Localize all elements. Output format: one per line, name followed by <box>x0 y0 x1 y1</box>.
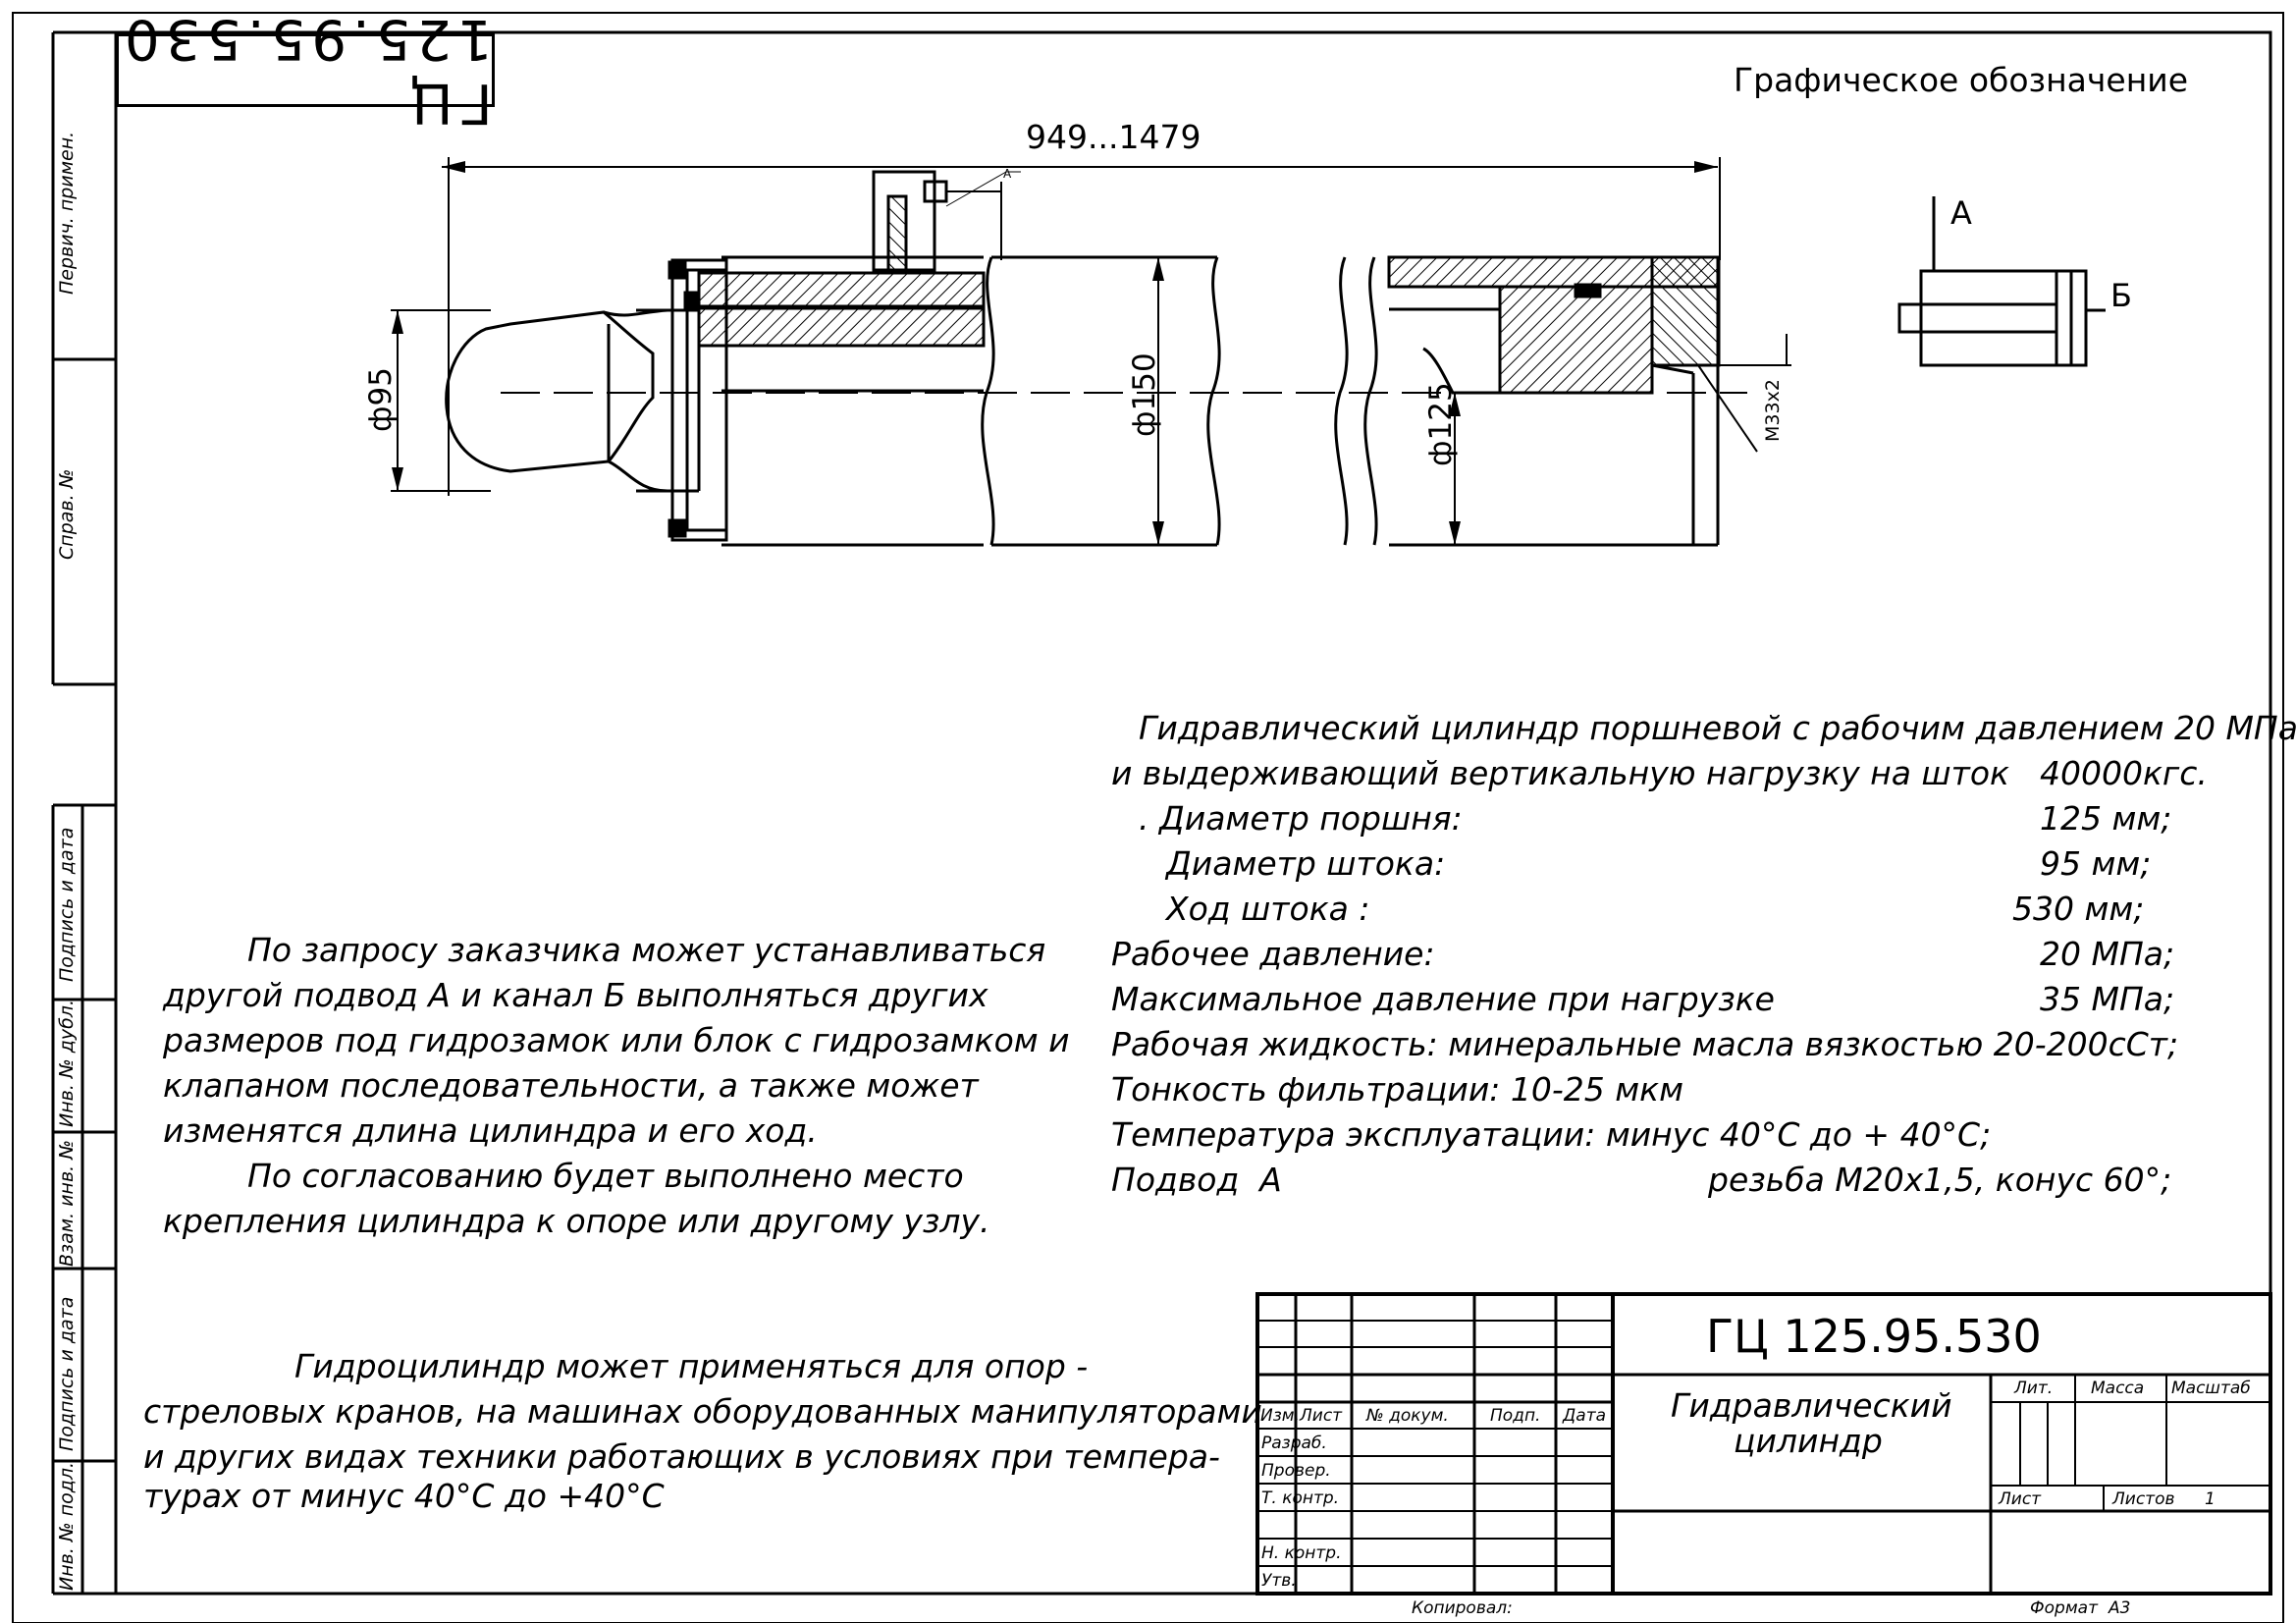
spec-stroke-label: Ход штока : <box>1166 890 1370 928</box>
margin-podpis-data-1: Подпись и дата <box>56 827 78 982</box>
callout-a-label: А <box>1003 167 1012 181</box>
note-bottom-2: стреловых кранов, на машинах оборудованн… <box>143 1392 1262 1431</box>
margin-sprav-no: Справ. № <box>56 468 78 560</box>
stamp-format: Формат <box>2030 1598 2098 1618</box>
note-left-5: изменятся длина цилиндра и его ход. <box>163 1111 818 1150</box>
spec-port-value: резьба М20х1,5, конус 60°; <box>1708 1161 2172 1199</box>
spec-line-2-label: и выдерживающий вертикальную нагрузку на… <box>1111 754 2009 792</box>
margin-perv-primen: Первич. примен. <box>56 131 78 295</box>
stamp-hdr-list: Лист <box>1300 1406 1343 1426</box>
spec-fluid: Рабочая жидкость: минеральные масла вязк… <box>1111 1025 2179 1063</box>
spec-line-1: Гидравлический цилиндр поршневой с рабоч… <box>1139 709 2296 747</box>
stamp-hdr-doc: № докум. <box>1366 1406 1449 1426</box>
rotated-designation-box: ГЦ 125.95.530 <box>116 7 495 135</box>
spec-filtration: Тонкость фильтрации: 10-25 мкм <box>1111 1070 1684 1109</box>
margin-podpis-data-2: Подпись и дата <box>56 1296 78 1451</box>
note-bottom-3: и других видах техники работающих в усло… <box>143 1437 1220 1476</box>
spec-work-pressure-value: 20 МПа; <box>2040 935 2175 973</box>
note-left-7: крепления цилиндра к опоре или другому у… <box>163 1202 990 1240</box>
spec-line-2-value: 40000кгс. <box>2040 754 2208 792</box>
margin-inv-podl: Инв. № подл. <box>56 1461 78 1591</box>
spec-work-pressure-label: Рабочее давление: <box>1111 935 1435 973</box>
spec-temperature: Температура эксплуатации: минус 40°С до … <box>1111 1115 1992 1154</box>
inner-frame <box>114 30 2272 1596</box>
spec-piston-label: . Диаметр поршня: <box>1139 799 1463 838</box>
stamp-hdr-izm: Изм. <box>1260 1406 1300 1426</box>
note-left-2: другой подвод А и канал Б выполняться др… <box>163 976 988 1014</box>
piston-diameter-dimension: ф125 <box>1423 382 1459 466</box>
stamp-kopiroval: Копировал: <box>1412 1598 1513 1618</box>
stamp-masshtab: Масштаб <box>2171 1379 2251 1398</box>
symbol-label-b: Б <box>2110 277 2132 314</box>
left-margin-grid <box>51 30 116 1596</box>
stamp-lit: Лит. <box>2014 1379 2054 1398</box>
stamp-hdr-podp: Подп. <box>1490 1406 1541 1426</box>
body-diameter-dimension: ф150 <box>1127 352 1162 437</box>
title-block-name-1: Гидравлический <box>1671 1386 1952 1425</box>
note-left-4: клапаном последовательности, а также мож… <box>163 1066 979 1105</box>
stamp-format-value: А3 <box>2109 1598 2131 1618</box>
title-block-grid <box>1255 1292 2272 1596</box>
symbol-label-a: А <box>1950 194 1972 232</box>
note-left-3: размеров под гидрозамок или блок с гидро… <box>163 1021 1070 1059</box>
stamp-listov-value: 1 <box>2205 1489 2216 1509</box>
stamp-razrab: Разраб. <box>1261 1434 1327 1453</box>
spec-piston-value: 125 мм; <box>2040 799 2172 838</box>
rod-diameter-dimension: ф95 <box>363 367 399 432</box>
spec-port-label: Подвод А <box>1111 1161 1282 1199</box>
note-bottom-1: Гидроцилиндр может применяться для опор … <box>294 1347 1089 1385</box>
spec-max-pressure-value: 35 МПа; <box>2040 980 2175 1018</box>
stamp-t-kontr: Т. контр. <box>1261 1488 1340 1508</box>
title-block-name-2: цилиндр <box>1734 1422 1883 1460</box>
title-block-code: ГЦ 125.95.530 <box>1706 1310 2042 1363</box>
stamp-listov: Листов <box>2112 1489 2175 1509</box>
margin-inv-dubl: Инв. № дубл. <box>56 1000 78 1127</box>
margin-vzam-inv: Взам. инв. № <box>56 1139 78 1267</box>
spec-stroke-value: 530 мм; <box>2012 890 2145 928</box>
spec-rod-value: 95 мм; <box>2040 844 2152 883</box>
note-left-1: По запросу заказчика может устанавливать… <box>247 931 1046 969</box>
outer-frame <box>12 12 2284 1623</box>
note-bottom-4: турах от минус 40°С до +40°С <box>143 1477 665 1515</box>
note-left-6: По согласованию будет выполнено место <box>247 1157 964 1195</box>
cylinder-symbol <box>1897 196 2106 367</box>
rotated-designation-text: ГЦ 125.95.530 <box>118 6 493 135</box>
stamp-n-kontr: Н. контр. <box>1261 1543 1342 1563</box>
port-thread-dimension: M33x2 <box>1762 379 1784 442</box>
spec-rod-label: Диаметр штока: <box>1166 844 1446 883</box>
length-dimension: 949...1479 <box>1026 118 1201 156</box>
spec-max-pressure-label: Максимальное давление при нагрузке <box>1111 980 1775 1018</box>
cylinder-drawing <box>391 157 1791 547</box>
stamp-massa: Масса <box>2091 1379 2145 1398</box>
graphic-symbol-title: Графическое обозначение <box>1734 61 2189 99</box>
stamp-prover: Провер. <box>1261 1461 1331 1481</box>
stamp-list: Лист <box>1999 1489 2042 1509</box>
stamp-hdr-data: Дата <box>1563 1406 1607 1426</box>
stamp-utv: Утв. <box>1261 1571 1297 1591</box>
